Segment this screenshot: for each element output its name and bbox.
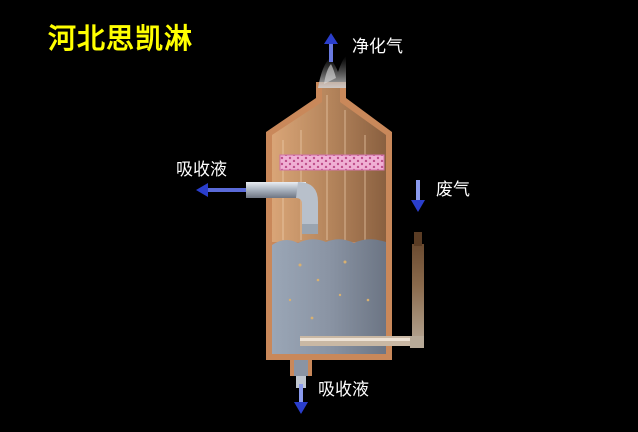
liquid-zone <box>272 239 386 354</box>
waste-gas-pipe <box>300 232 424 348</box>
absorbent-inlet-pipe <box>246 182 318 234</box>
label-absorbent-in: 吸收液 <box>176 160 227 180</box>
up-arrow-icon <box>324 33 338 62</box>
liquid-bubbles <box>288 260 370 320</box>
brand-title: 河北思凯淋 <box>48 22 194 55</box>
absorbent-outlet-pipe <box>290 360 312 388</box>
down-arrow-icon <box>411 180 425 212</box>
left-arrow-icon <box>196 183 246 197</box>
packing-layer <box>279 154 385 171</box>
label-absorbent-out: 吸收液 <box>318 380 369 400</box>
down-arrow-icon <box>294 384 308 414</box>
purified-gas-plume <box>318 56 346 88</box>
label-purified-gas: 净化气 <box>352 37 403 57</box>
label-waste-gas: 废气 <box>436 180 470 200</box>
vessel <box>266 82 392 372</box>
